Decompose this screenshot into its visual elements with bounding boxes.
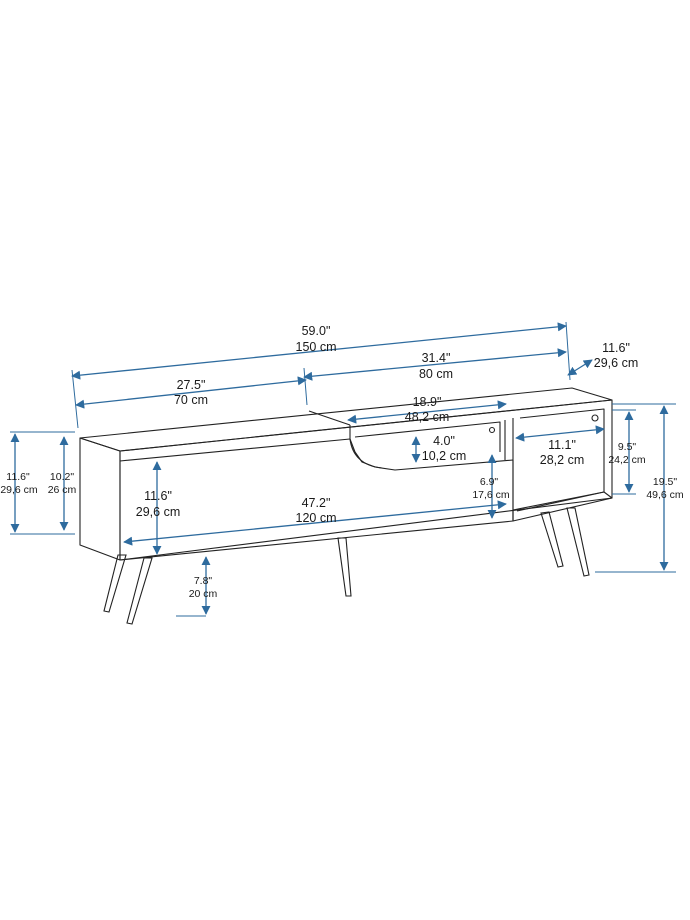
door-width-in: 47.2" [302, 496, 331, 510]
depth-arrow [567, 359, 593, 376]
side-compartment-height-cm: 24,2 cm [608, 454, 646, 466]
body-height-inner-cm: 26 cm [48, 484, 77, 496]
shelf-gap-cm: 10,2 cm [422, 449, 466, 463]
side-compartment-width-arrow [515, 425, 605, 442]
side-compartment-shelf-edge [512, 491, 613, 522]
open-shelf-width-in: 18.9" [413, 395, 442, 409]
dimension-labels: 59.0" 150 cm 27.5" 70 cm 31.4" 80 cm 11.… [0, 324, 684, 600]
extension-line [71, 369, 79, 429]
right-section-cm: 80 cm [419, 367, 453, 381]
extension-line [565, 321, 571, 381]
right-section-arrow [303, 348, 567, 381]
hardware-knob [488, 426, 496, 434]
side-compartment-width-in: 11.1" [548, 438, 576, 452]
right-section-in: 31.4" [422, 351, 451, 365]
front-left-leg [103, 554, 127, 613]
side-compartment-inner [519, 408, 605, 492]
door-height-cm: 29,6 cm [136, 505, 180, 519]
back-right-leg [566, 507, 590, 577]
top-split-line [308, 410, 351, 426]
leg-height-in: 7.8" [194, 575, 213, 587]
shelf-gap-in: 4.0" [433, 434, 455, 448]
open-shelf-width-cm: 48,2 cm [405, 410, 449, 424]
depth-cm: 29,6 cm [594, 356, 638, 370]
door-height-in: 11.6" [144, 489, 172, 503]
total-height-in: 19.5" [653, 476, 677, 488]
total-width-cm: 150 cm [296, 340, 337, 354]
open-shelf-width-arrow [347, 400, 507, 424]
left-section-cm: 70 cm [174, 393, 208, 407]
body-height-inner-in: 10.2" [50, 471, 74, 483]
left-section-in: 27.5" [177, 378, 206, 392]
hardware-knob [591, 414, 599, 422]
leg-height-cm: 20 cm [189, 588, 218, 600]
left-side-panel [79, 437, 121, 561]
body-height-outer-cm: 29,6 cm [0, 484, 38, 496]
side-compartment-height-in: 9.5" [618, 441, 637, 453]
open-shelf-inner [354, 421, 501, 452]
body-height-outer-in: 11.6" [6, 471, 30, 483]
dimension-lines [10, 321, 676, 617]
total-height-cm: 49,6 cm [646, 489, 684, 501]
back-left-leg [126, 557, 153, 625]
open-shelf-curve [349, 438, 383, 469]
top-panel [79, 387, 613, 452]
door-width-cm: 120 cm [296, 511, 337, 525]
extension-line [303, 367, 308, 406]
front-right-leg [540, 511, 564, 568]
drawer-height-cm: 17,6 cm [472, 489, 510, 501]
door-width-arrow [123, 500, 507, 546]
side-compartment-width-cm: 28,2 cm [540, 453, 584, 467]
depth-in: 11.6" [602, 341, 630, 355]
middle-leg [337, 537, 352, 597]
total-width-in: 59.0" [302, 324, 331, 338]
left-section-arrow [75, 376, 307, 409]
drawer-height-in: 6.9" [480, 476, 499, 488]
